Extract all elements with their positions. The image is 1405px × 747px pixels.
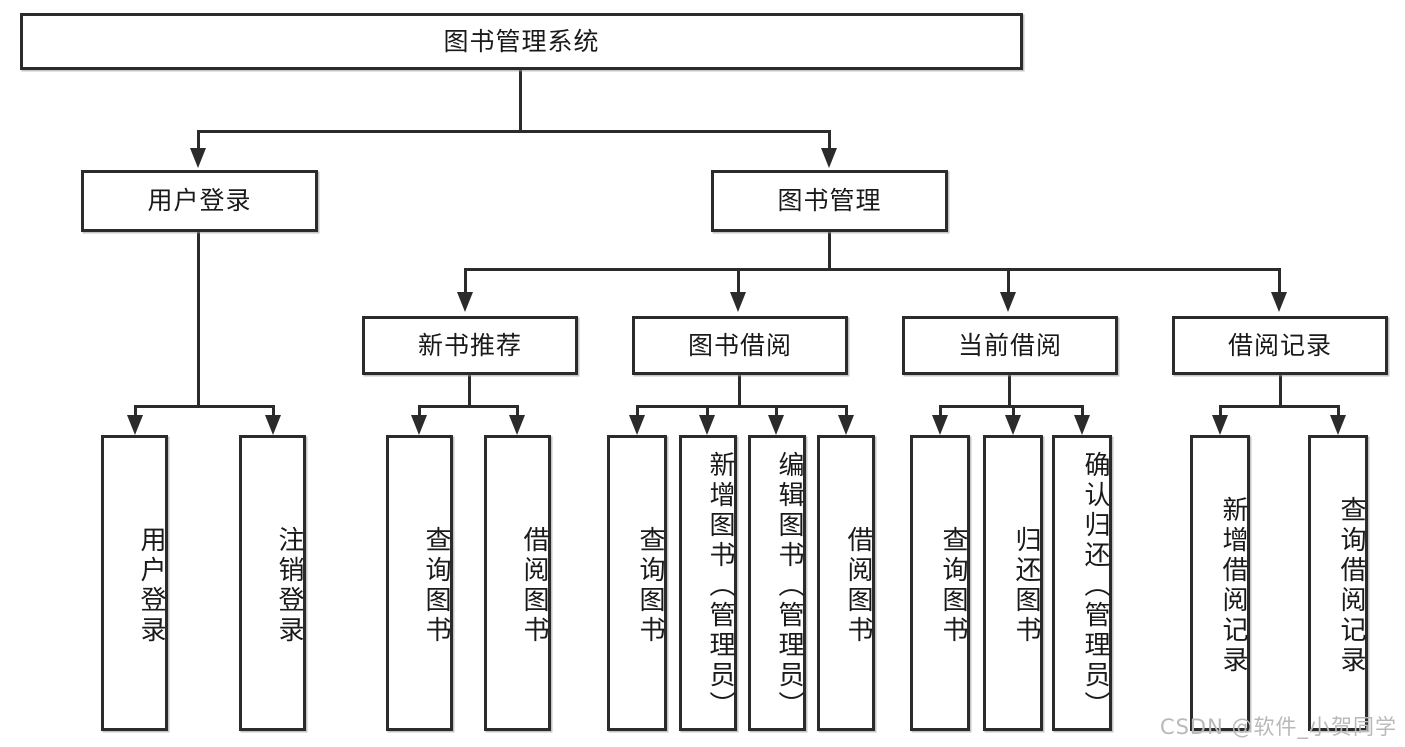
arrowhead-root-to-books [821, 148, 837, 168]
connector-login-bus [134, 405, 274, 408]
connector-current-to-return [1012, 405, 1015, 417]
connector-borrow-stem [738, 375, 741, 405]
node-book-management[interactable]: 图书管理 [711, 170, 948, 232]
leaf-recommend-borrow-book[interactable]: 借阅图书 [484, 435, 551, 731]
leaf-current-confirm-return-admin[interactable]: 确认归还（管理员） [1052, 435, 1112, 731]
node-book-borrow[interactable]: 图书借阅 [632, 316, 848, 375]
connector-recommend-to-borrow [516, 405, 519, 417]
connector-current-bus [939, 405, 1082, 408]
connector-record-to-add [1219, 405, 1222, 417]
connector-login-stem [197, 232, 200, 405]
connector-root-to-login [197, 130, 200, 152]
arrowhead-record-to-add [1212, 415, 1228, 435]
connector-recommend-to-query [418, 405, 421, 417]
connector-borrow-to-add [706, 405, 709, 417]
connector-current-to-query [939, 405, 942, 417]
arrowhead-borrow-to-edit [768, 415, 784, 435]
arrowhead-borrow-to-lend [838, 415, 854, 435]
leaf-current-return-book[interactable]: 归还图书 [983, 435, 1043, 731]
arrowhead-record-to-query [1330, 415, 1346, 435]
connector-login-to-logout [272, 405, 275, 417]
leaf-logout[interactable]: 注销登录 [239, 435, 306, 731]
connector-borrow-bus [636, 405, 848, 408]
connector-record-stem [1279, 375, 1282, 405]
connector-current-stem [1008, 375, 1011, 405]
connector-borrow-to-edit [775, 405, 778, 417]
node-new-book-recommend[interactable]: 新书推荐 [362, 316, 578, 375]
arrowhead-recommend-to-query [411, 415, 427, 435]
arrowhead-current-to-return [1005, 415, 1021, 435]
node-user-login[interactable]: 用户登录 [81, 170, 318, 232]
connector-borrow-to-query [636, 405, 639, 417]
leaf-borrow-lend-book[interactable]: 借阅图书 [817, 435, 875, 731]
node-borrow-record[interactable]: 借阅记录 [1172, 316, 1388, 375]
leaf-current-query-book[interactable]: 查询图书 [910, 435, 970, 731]
arrowhead-books-to-borrow [730, 292, 746, 312]
connector-current-to-confirm [1081, 405, 1084, 417]
connector-recommend-bus [418, 405, 518, 408]
arrowhead-books-to-current [1000, 292, 1016, 312]
arrowhead-borrow-to-query [629, 415, 645, 435]
arrowhead-books-to-recommend [457, 292, 473, 312]
connector-books-stem [828, 232, 831, 268]
connector-root-to-books [828, 130, 831, 152]
connector-books-bus [464, 268, 1281, 271]
arrowhead-current-to-confirm [1074, 415, 1090, 435]
arrowhead-login-to-logout [265, 415, 281, 435]
arrowhead-root-to-login [190, 148, 206, 168]
leaf-record-add[interactable]: 新增借阅记录 [1190, 435, 1250, 731]
leaf-recommend-query-book[interactable]: 查询图书 [386, 435, 453, 731]
node-root-system[interactable]: 图书管理系统 [20, 13, 1023, 70]
connector-borrow-to-lend [845, 405, 848, 417]
connector-root-bus [197, 130, 831, 133]
connector-login-to-user-login [134, 405, 137, 417]
connector-books-to-recommend [464, 268, 467, 294]
arrowhead-recommend-to-borrow [509, 415, 525, 435]
leaf-borrow-query-book[interactable]: 查询图书 [607, 435, 667, 731]
leaf-borrow-add-book-admin[interactable]: 新增图书（管理员） [679, 435, 737, 731]
connector-recommend-stem [468, 375, 471, 405]
arrowhead-books-to-record [1271, 292, 1287, 312]
connector-record-to-query [1337, 405, 1340, 417]
connector-root-stem [519, 70, 522, 130]
node-current-borrow[interactable]: 当前借阅 [902, 316, 1118, 375]
arrowhead-current-to-query [932, 415, 948, 435]
leaf-record-query[interactable]: 查询借阅记录 [1308, 435, 1368, 731]
leaf-borrow-edit-book-admin[interactable]: 编辑图书（管理员） [748, 435, 806, 731]
arrowhead-borrow-to-add [699, 415, 715, 435]
leaf-user-login[interactable]: 用户登录 [101, 435, 168, 731]
connector-books-to-borrow [737, 268, 740, 294]
connector-record-bus [1219, 405, 1339, 408]
connector-books-to-record [1278, 268, 1281, 294]
connector-books-to-current [1007, 268, 1010, 294]
arrowhead-login-to-user-login [127, 415, 143, 435]
